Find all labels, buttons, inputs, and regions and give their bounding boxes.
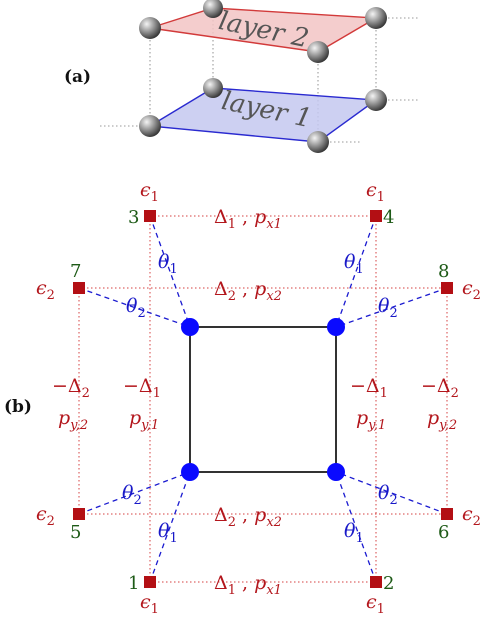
vert-delta-outer-right: −Δ2: [421, 375, 459, 401]
orbital-dot: [181, 318, 199, 336]
vert-p-inner-left: py,1: [129, 407, 159, 433]
epsilon-label: ϵ1: [140, 591, 159, 617]
epsilon-label: ϵ2: [36, 277, 55, 303]
theta-label: θ2: [122, 482, 142, 508]
theta-label: θ2: [126, 295, 146, 321]
epsilon-label: ϵ2: [36, 503, 55, 529]
atom-sphere: [139, 115, 161, 137]
panel-b-label: (b): [4, 397, 32, 417]
impurity-site: [144, 576, 156, 588]
impurity-site: [144, 210, 156, 222]
central-square: [189, 326, 337, 473]
atom-sphere: [307, 131, 329, 153]
epsilon-label: ϵ1: [140, 179, 159, 205]
panel-b: (b): [4, 179, 481, 617]
hopping-lines: [78, 215, 448, 583]
site-number: 2: [383, 573, 394, 594]
atom-sphere: [203, 78, 223, 98]
vert-delta-outer-left: −Δ2: [52, 375, 90, 401]
orbital-dot: [327, 318, 345, 336]
site-number: 3: [128, 207, 139, 228]
vert-delta-inner-left: −Δ1: [123, 375, 161, 401]
theta-label: θ2: [378, 482, 398, 508]
hopping-label-mid-bottom: Δ2 , px2: [214, 504, 282, 530]
orbital-dot: [181, 463, 199, 481]
hopping-label-top: Δ1 , px1: [214, 206, 282, 232]
hopping-label-bottom: Δ1 , px1: [214, 572, 282, 598]
impurity-site: [370, 576, 382, 588]
theta-label: θ1: [344, 251, 364, 277]
impurity-sites: [73, 210, 453, 588]
theta-labels: θ1 θ1 θ2 θ2 θ2 θ2 θ1 θ1: [122, 251, 398, 546]
theta-label: θ1: [158, 520, 178, 546]
theta-label: θ2: [378, 295, 398, 321]
atom-sphere: [365, 7, 387, 29]
vert-p-outer-right: py,2: [427, 407, 457, 433]
site-number: 1: [128, 573, 139, 594]
vertical-hopping-labels: −Δ2 py,2 −Δ1 py,1 −Δ1 py,1 −Δ2 py,2: [52, 375, 459, 433]
panel-a: (a) layer 2 layer 1: [64, 0, 420, 153]
site-numbers: 3 4 7 8 5 6 1 2: [70, 207, 449, 594]
impurity-site: [73, 282, 85, 294]
epsilon-label: ϵ1: [366, 591, 385, 617]
impurity-site: [73, 508, 85, 520]
hybridization-lines: [78, 215, 448, 583]
site-number: 6: [438, 522, 449, 543]
impurity-site: [441, 282, 453, 294]
panel-a-label: (a): [64, 67, 91, 87]
site-number: 7: [70, 261, 81, 282]
epsilon-label: ϵ2: [462, 277, 481, 303]
vert-p-outer-left: py,2: [58, 407, 88, 433]
orbitals: [181, 318, 345, 481]
panel-a-atoms: [139, 0, 387, 153]
onsite-energy-labels: ϵ1 ϵ1 ϵ2 ϵ2 ϵ2 ϵ2 ϵ1 ϵ1: [36, 179, 481, 617]
epsilon-label: ϵ2: [462, 503, 481, 529]
vert-p-inner-right: py,1: [356, 407, 386, 433]
horizontal-hopping-labels: Δ1 , px1 Δ2 , px2 Δ2 , px2 Δ1 , px1: [214, 206, 282, 598]
atom-sphere: [307, 41, 329, 63]
atom-sphere: [365, 89, 387, 111]
impurity-site: [441, 508, 453, 520]
impurity-site: [370, 210, 382, 222]
site-number: 8: [438, 261, 449, 282]
theta-label: θ1: [158, 251, 178, 277]
atom-sphere: [203, 0, 223, 18]
site-number: 5: [70, 522, 81, 543]
hopping-label-mid-top: Δ2 , px2: [214, 278, 282, 304]
site-number: 4: [383, 207, 394, 228]
theta-label: θ1: [344, 520, 364, 546]
vert-delta-inner-right: −Δ1: [350, 375, 388, 401]
atom-sphere: [139, 17, 161, 39]
orbital-dot: [327, 463, 345, 481]
epsilon-label: ϵ1: [366, 179, 385, 205]
